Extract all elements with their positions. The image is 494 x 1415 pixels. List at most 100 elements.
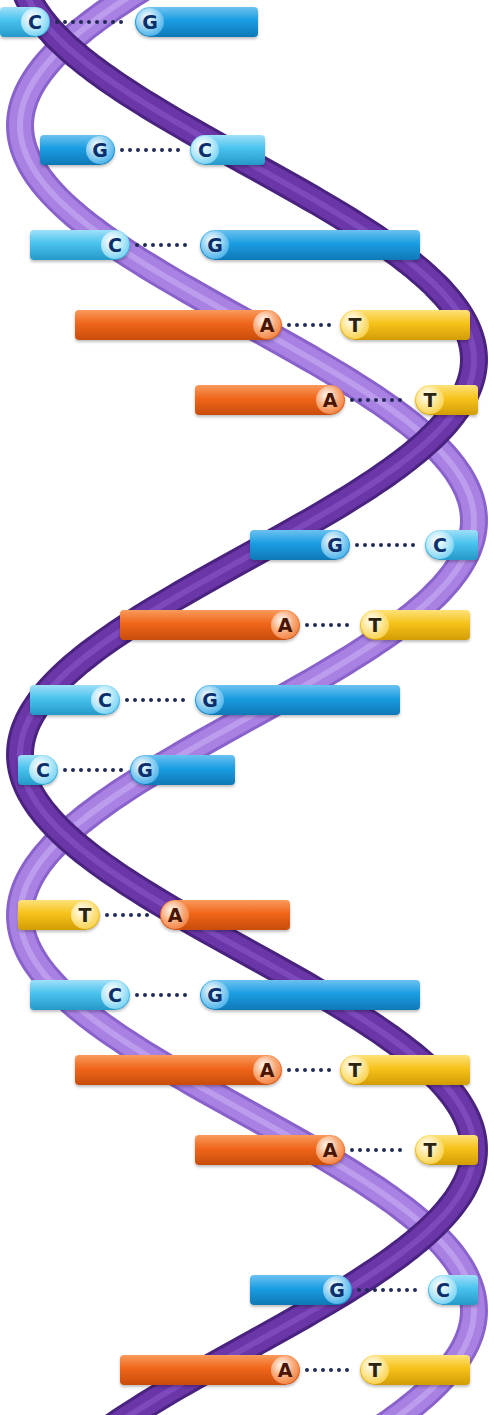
backbone-ribbon	[20, 0, 474, 1415]
base-bar: C	[190, 135, 265, 165]
backbone-ribbon	[20, 0, 474, 1415]
hydrogen-bond	[57, 20, 128, 24]
base-letter: T	[369, 1356, 382, 1384]
base-letter: G	[142, 8, 158, 36]
base-bar: C	[30, 230, 130, 260]
hydrogen-bond	[357, 543, 418, 547]
base-letter: C	[433, 531, 447, 559]
base-letter: T	[349, 1056, 362, 1084]
base-bar: G	[250, 530, 350, 560]
base-bar: T	[18, 900, 100, 930]
base-knob: T	[361, 611, 389, 639]
hydrogen-bond	[307, 623, 353, 627]
base-knob: C	[101, 981, 129, 1009]
backbone-shine	[20, 0, 474, 1415]
base-knob: A	[316, 1136, 344, 1164]
base-letter: C	[108, 231, 122, 259]
hydrogen-bond	[122, 148, 183, 152]
base-bar: A	[195, 1135, 345, 1165]
base-bar: A	[120, 610, 300, 640]
base-letter: G	[92, 136, 108, 164]
hydrogen-bond	[65, 768, 123, 772]
base-letter: T	[424, 1136, 437, 1164]
base-knob: G	[201, 231, 229, 259]
base-knob: C	[21, 8, 49, 36]
base-knob: G	[323, 1276, 351, 1304]
base-bar: C	[30, 685, 120, 715]
hydrogen-bond	[107, 913, 153, 917]
base-letter: G	[202, 686, 218, 714]
hydrogen-bond	[352, 398, 408, 402]
base-bar: C	[0, 7, 50, 37]
base-bar: A	[75, 310, 282, 340]
base-bar: G	[250, 1275, 352, 1305]
hydrogen-bond	[289, 1068, 333, 1072]
base-bar: A	[120, 1355, 300, 1385]
base-bar: G	[40, 135, 115, 165]
base-letter: C	[198, 136, 212, 164]
base-knob: A	[316, 386, 344, 414]
base-letter: T	[349, 311, 362, 339]
base-knob: G	[321, 531, 349, 559]
base-knob: G	[201, 981, 229, 1009]
base-bar: T	[360, 610, 470, 640]
base-knob: T	[416, 1136, 444, 1164]
base-bar: G	[195, 685, 400, 715]
base-bar: A	[160, 900, 290, 930]
base-letter: C	[36, 756, 50, 784]
base-bar: G	[200, 980, 420, 1010]
base-knob: T	[361, 1356, 389, 1384]
base-letter: A	[278, 1356, 293, 1384]
base-letter: G	[207, 231, 223, 259]
base-knob: T	[416, 386, 444, 414]
base-letter: G	[329, 1276, 345, 1304]
hydrogen-bond	[359, 1288, 421, 1292]
base-letter: A	[323, 386, 338, 414]
base-knob: C	[29, 756, 57, 784]
base-bar: T	[360, 1355, 470, 1385]
base-letter: T	[369, 611, 382, 639]
base-knob: G	[196, 686, 224, 714]
base-knob: C	[101, 231, 129, 259]
base-knob: A	[253, 1056, 281, 1084]
backbone-ribbon	[20, 0, 474, 1415]
base-letter: A	[260, 1056, 275, 1084]
base-letter: C	[436, 1276, 450, 1304]
base-letter: G	[207, 981, 223, 1009]
base-letter: C	[108, 981, 122, 1009]
base-bar: T	[415, 1135, 478, 1165]
base-letter: T	[424, 386, 437, 414]
base-knob: A	[271, 611, 299, 639]
base-bar: G	[135, 7, 258, 37]
backbone-ribbon	[20, 0, 474, 1415]
backbone-shine	[20, 0, 474, 1415]
hydrogen-bond	[137, 243, 193, 247]
base-letter: C	[98, 686, 112, 714]
base-letter: A	[323, 1136, 338, 1164]
base-letter: A	[260, 311, 275, 339]
base-knob: A	[271, 1356, 299, 1384]
hydrogen-bond	[289, 323, 333, 327]
base-letter: A	[278, 611, 293, 639]
base-knob: C	[426, 531, 454, 559]
base-letter: A	[168, 901, 183, 929]
base-bar: G	[130, 755, 235, 785]
hydrogen-bond	[137, 993, 193, 997]
base-bar: T	[340, 310, 470, 340]
base-letter: C	[28, 8, 42, 36]
base-knob: G	[136, 8, 164, 36]
base-letter: G	[137, 756, 153, 784]
hydrogen-bond	[352, 1148, 408, 1152]
base-knob: T	[71, 901, 99, 929]
base-bar: T	[415, 385, 478, 415]
base-knob: C	[91, 686, 119, 714]
base-bar: A	[195, 385, 345, 415]
base-knob: C	[429, 1276, 457, 1304]
base-knob: T	[341, 1056, 369, 1084]
base-knob: T	[341, 311, 369, 339]
base-letter: T	[79, 901, 92, 929]
base-letter: G	[327, 531, 343, 559]
base-bar: T	[340, 1055, 470, 1085]
base-bar: A	[75, 1055, 282, 1085]
